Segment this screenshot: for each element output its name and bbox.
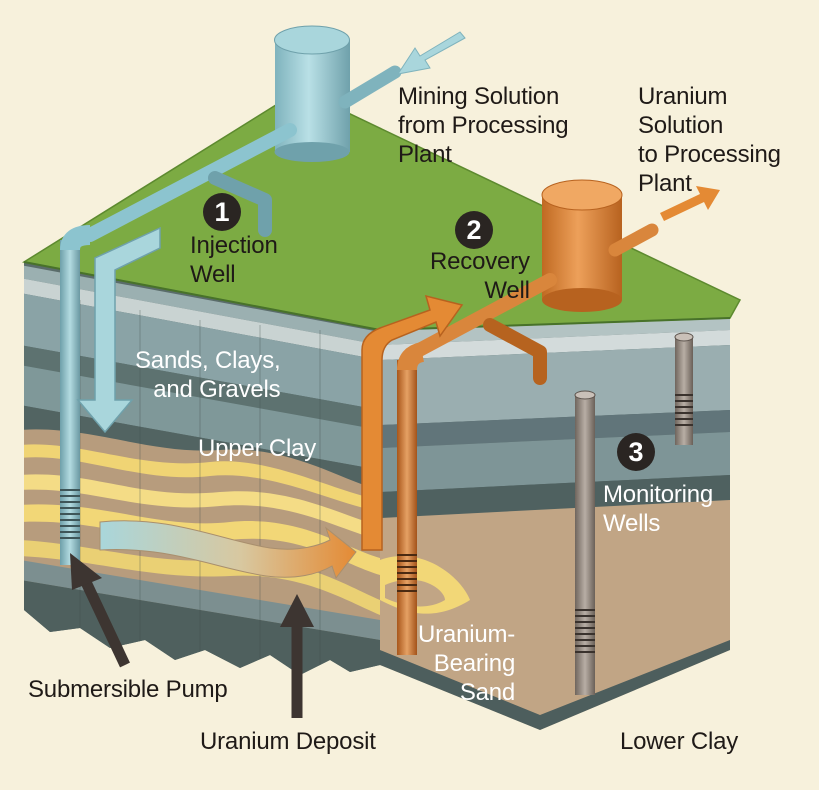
uranium-solution-text: Uranium Solution to Processing Plant bbox=[638, 83, 781, 197]
injection-well-text: Injection Well bbox=[190, 232, 278, 288]
recovery-well-text: Recovery Well bbox=[430, 248, 530, 304]
lower-clay-text: Lower Clay bbox=[620, 728, 739, 755]
label-monitoring-wells: Monitoring Wells bbox=[603, 480, 713, 538]
label-injection-well: Injection Well bbox=[190, 231, 278, 289]
pump-pointer-arrow bbox=[70, 553, 130, 668]
outflow-pipe bbox=[608, 223, 659, 257]
injection-well-pipe bbox=[60, 225, 91, 565]
label-recovery-well: Recovery Well bbox=[430, 247, 530, 305]
injection-header-pipe bbox=[83, 123, 297, 242]
monitoring-wells-text: Monitoring Wells bbox=[603, 481, 714, 537]
uranium-deposit-text: Uranium Deposit bbox=[200, 728, 376, 755]
monitoring-well-front bbox=[574, 390, 596, 695]
incoming-solution-arrow bbox=[396, 31, 466, 75]
sands-clays-gravels-text: Sands, Clays, and Gravels bbox=[135, 347, 281, 403]
recovery-header-pipe bbox=[403, 273, 557, 362]
label-submersible-pump: Submersible Pump bbox=[28, 675, 228, 704]
solution-tank-blue bbox=[274, 25, 350, 162]
recovery-well-pipe bbox=[397, 342, 425, 655]
monitoring-well-back bbox=[674, 332, 694, 445]
label-uranium-solution: Uranium Solution to Processing Plant bbox=[638, 82, 781, 198]
marker-3: 3 bbox=[617, 433, 655, 471]
label-sands-clays-gravels: Sands, Clays, and Gravels bbox=[135, 346, 281, 404]
outgoing-solution-arrow bbox=[660, 186, 720, 221]
uranium-bearing-sand-text: Uranium- Bearing Sand bbox=[418, 621, 516, 706]
deposit-flow-arrow bbox=[99, 520, 357, 580]
deposit-pointer-arrow bbox=[280, 594, 314, 718]
right-cross-section bbox=[380, 318, 730, 730]
submersible-pump-text: Submersible Pump bbox=[28, 676, 228, 703]
recovery-flow-arrow bbox=[361, 294, 464, 551]
upper-clay-text: Upper Clay bbox=[198, 435, 317, 462]
label-lower-clay: Lower Clay bbox=[620, 727, 738, 756]
label-upper-clay: Upper Clay bbox=[198, 434, 316, 463]
injection-flow-arrow bbox=[76, 226, 161, 434]
marker-1: 1 bbox=[203, 193, 241, 231]
label-uranium-deposit: Uranium Deposit bbox=[200, 727, 376, 756]
label-uranium-bearing-sand: Uranium- Bearing Sand bbox=[418, 620, 515, 707]
marker-2: 2 bbox=[455, 211, 493, 249]
mining-solution-text: Mining Solution from Processing Plant bbox=[398, 83, 569, 168]
label-mining-solution: Mining Solution from Processing Plant bbox=[398, 82, 569, 169]
inflow-pipe bbox=[338, 65, 402, 109]
